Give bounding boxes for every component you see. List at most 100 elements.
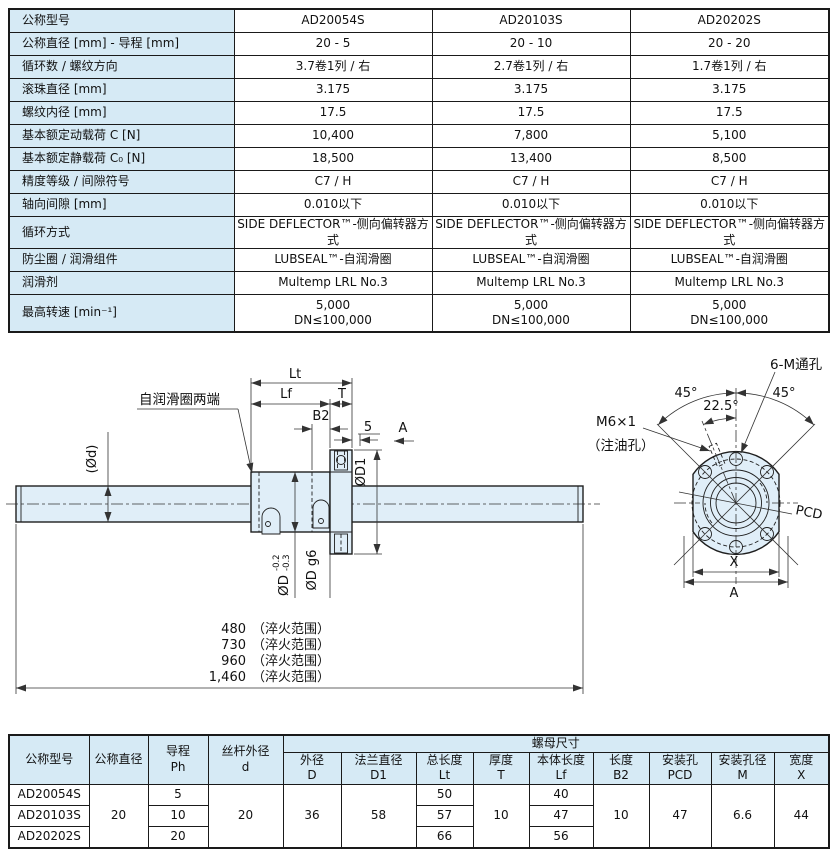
spec-value: 3.175	[629, 78, 830, 102]
flange-bolt-hole-top	[334, 450, 348, 471]
spec-row: 基本额定动载荷 C [N] 10,400 7,800 5,100	[8, 124, 830, 148]
value-cell: 20	[88, 783, 149, 849]
value-cell: 47	[528, 804, 594, 827]
oil-hole-note-name: （注油孔）	[587, 438, 655, 454]
value-cell: 40	[528, 783, 594, 806]
value-cell: 47	[648, 783, 712, 849]
group-header-nut-dimensions: 螺母尺寸	[282, 734, 830, 753]
svg-text:（淬火范围）: （淬火范围）	[252, 638, 330, 653]
spec-value: LUBSEAL™-自润滑圈	[431, 248, 631, 273]
spec-value: 3.175	[431, 78, 631, 102]
spec-row: 精度等级 / 间隙符号 C7 / H C7 / H C7 / H	[8, 170, 830, 194]
value-cell: 57	[415, 804, 474, 827]
value-cell: 5	[147, 783, 209, 806]
spec-row-label: 基本额定静载荷 C₀ [N]	[8, 147, 235, 171]
spec-table: 公称型号 AD20054S AD20103S AD20202S 公称直径 [mm…	[8, 8, 830, 334]
svg-text:730: 730	[221, 638, 246, 653]
spec-row: 基本额定静载荷 C₀ [N] 18,500 13,400 8,500	[8, 147, 830, 171]
value-cell: 44	[773, 783, 830, 849]
dimension-drawing: Lt Lf T B2 5 A (Ød)	[6, 357, 824, 694]
model-cell: AD20103S	[8, 804, 90, 827]
spec-value: 13,400	[431, 147, 631, 171]
deflector-cap-right	[312, 499, 330, 529]
spec-row-label: 防尘圈 / 润滑组件	[8, 248, 235, 273]
deflector-cap-left	[261, 507, 281, 535]
spec-value: 5,100	[629, 124, 830, 148]
dim-label-t: T	[337, 387, 346, 402]
spec-value: Multemp LRL No.3	[629, 271, 830, 296]
model-cell: AD20202S	[8, 825, 90, 849]
table-row: AD20202S 20 66 56	[8, 825, 829, 849]
spec-value: 0.010以下	[233, 193, 433, 217]
dim-label-od-g6: ØD g6	[305, 550, 320, 591]
spec-row-label: 基本额定动载荷 C [N]	[8, 124, 235, 148]
spec-value: 18,500	[233, 147, 433, 171]
spec-row-label: 精度等级 / 间隙符号	[8, 170, 235, 194]
table-row: AD20054S 20 5 20 36 58 50 10 40 10 47 6.…	[8, 783, 830, 849]
spec-value: C7 / H	[233, 170, 433, 194]
svg-text:1,460: 1,460	[209, 670, 246, 685]
view-label-a: A	[399, 421, 408, 436]
oil-hole-axis	[701, 420, 737, 504]
dim-label-od-shaft: (Ød)	[85, 445, 100, 474]
svg-text:ØD: ØD	[276, 575, 292, 596]
svg-text:960: 960	[221, 654, 246, 669]
spec-value: 1.7卷1列 / 右	[629, 55, 830, 79]
spec-row: 防尘圈 / 润滑组件 LUBSEAL™-自润滑圈 LUBSEAL™-自润滑圈 L…	[8, 248, 830, 273]
angle-label-225: 22.5°	[703, 399, 738, 414]
col-header: 公称型号	[8, 734, 90, 785]
col-header: 公称直径	[88, 734, 149, 785]
spec-row: 循环方式 SIDE DEFLECTOR™-侧向偏转器方式 SIDE DEFLEC…	[8, 215, 830, 250]
svg-text:（淬火范围）: （淬火范围）	[252, 622, 330, 637]
bolt-hole	[698, 527, 712, 541]
svg-text:-0.3: -0.3	[282, 554, 292, 571]
end-view: 45° 22.5° 45° 6-M通孔 M6×1 （注油孔） PCD X A	[587, 357, 824, 601]
spec-row-label: 轴向间隙 [mm]	[8, 193, 235, 217]
spec-row-label: 循环数 / 螺纹方向	[8, 55, 235, 79]
svg-text:480: 480	[221, 622, 246, 637]
svg-text:（淬火范围）: （淬火范围）	[252, 654, 330, 669]
spec-row: 公称直径 [mm] - 导程 [mm] 20 - 5 20 - 10 20 - …	[8, 32, 830, 56]
value-cell: 58	[340, 783, 417, 849]
spec-value: SIDE DEFLECTOR™-侧向偏转器方式	[431, 215, 631, 250]
model-cell: AD20054S	[8, 783, 90, 806]
spec-value: 20 - 5	[233, 32, 433, 56]
spec-row-label: 螺纹内径 [mm]	[8, 101, 235, 125]
value-cell: 20	[147, 825, 209, 849]
value-cell: 10	[592, 783, 650, 849]
spec-row: 循环数 / 螺纹方向 3.7卷1列 / 右 2.7卷1列 / 右 1.7卷1列 …	[8, 55, 830, 79]
spec-value: 3.175	[233, 78, 433, 102]
pcd-label: PCD	[794, 503, 823, 523]
spec-row: 轴向间隙 [mm] 0.010以下 0.010以下 0.010以下	[8, 193, 830, 217]
value-cell: 56	[528, 825, 594, 849]
value-cell: 10	[472, 783, 530, 849]
dim-label-5: 5	[364, 420, 372, 435]
value-cell: 66	[415, 825, 474, 849]
spec-value: Multemp LRL No.3	[233, 271, 433, 296]
oil-hole-hidden	[708, 442, 726, 468]
angle-label-45-right: 45°	[772, 386, 795, 401]
value-cell: 6.6	[710, 783, 775, 849]
dim-label-lf: Lf	[280, 387, 292, 402]
svg-text:（淬火范围）: （淬火范围）	[252, 670, 330, 685]
spec-value: 5,000 DN≤100,000	[431, 294, 631, 333]
spec-value: 5,000 DN≤100,000	[629, 294, 830, 333]
dim-label-od-tolerance: ØD -0.2 -0.3	[272, 554, 292, 596]
svg-text:-0.2: -0.2	[272, 554, 282, 571]
spec-value: 17.5	[431, 101, 631, 125]
spec-value: AD20202S	[629, 8, 830, 33]
spec-value: LUBSEAL™-自润滑圈	[233, 248, 433, 273]
value-cell: 10	[147, 804, 209, 827]
spec-value: Multemp LRL No.3	[431, 271, 631, 296]
